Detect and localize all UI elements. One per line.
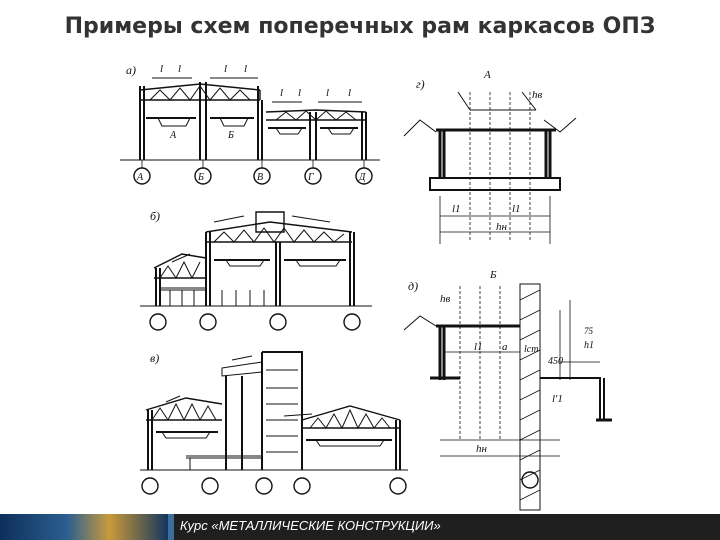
axis-label: В	[257, 172, 263, 183]
span-mark: l	[280, 87, 283, 99]
span-mark: l	[326, 87, 329, 99]
footer-bar: Курс «МЕТАЛЛИЧЕСКИЕ КОНСТРУКЦИИ»	[0, 514, 720, 540]
panel-d-h1: h1	[584, 340, 594, 351]
panel-d-a: a	[502, 341, 508, 353]
panel-d-l1-prime: l'1	[552, 393, 563, 405]
panel-d-detail: д) hв l1 a lст 450 75 h1 l'1 hн	[403, 279, 612, 511]
panel-g-h-bottom: hн	[496, 221, 508, 233]
axis-label: А	[136, 172, 144, 183]
crane-label: Б	[227, 130, 234, 141]
axis-label: Г	[307, 172, 314, 183]
span-mark: l	[224, 63, 227, 75]
panel-a-frame: а) l l l l l l l l А Б А Б В Г Д	[120, 63, 380, 185]
span-mark: l	[348, 87, 351, 99]
panel-v-letter: в)	[150, 351, 159, 365]
panel-d-axis: Б	[489, 269, 497, 281]
panel-d-dim-75: 75	[584, 326, 594, 336]
panel-d-letter: д)	[408, 279, 418, 293]
span-mark: l	[160, 63, 163, 75]
footer-image	[0, 514, 168, 540]
footer-course-label: Курс «МЕТАЛЛИЧЕСКИЕ КОНСТРУКЦИИ»	[180, 518, 441, 533]
panel-d-l-st: lст	[524, 344, 538, 355]
panel-d-h-top: hв	[440, 293, 451, 305]
panel-g-axis: А	[483, 69, 491, 81]
panel-g-l1-left: l1	[452, 203, 461, 215]
crane-label: А	[169, 130, 177, 141]
panel-d-dim-450: 450	[548, 356, 563, 367]
axis-label: Б	[197, 172, 204, 183]
panel-b-frame: б)	[140, 209, 372, 331]
span-mark: l	[178, 63, 181, 75]
span-mark: l	[244, 63, 247, 75]
panel-v-frame: в)	[140, 351, 408, 495]
panel-g-letter: г)	[416, 77, 425, 91]
panel-a-letter: а)	[126, 63, 136, 77]
panel-g-h-top: hв	[532, 89, 543, 101]
panel-g-detail: г) А hв l1 l1 hн Б	[403, 69, 577, 281]
panel-g-l1-right: l1	[512, 203, 521, 215]
panel-b-letter: б)	[150, 209, 160, 223]
footer-accent	[168, 514, 174, 540]
panel-d-h-bottom: hн	[476, 443, 488, 455]
panel-d-l1: l1	[474, 341, 483, 353]
axis-label: Д	[358, 172, 366, 183]
frame-schemes-drawing: а) l l l l l l l l А Б А Б В Г Д б)	[120, 63, 612, 511]
span-mark: l	[298, 87, 301, 99]
slide-title: Примеры схем поперечных рам каркасов ОПЗ	[64, 14, 656, 39]
